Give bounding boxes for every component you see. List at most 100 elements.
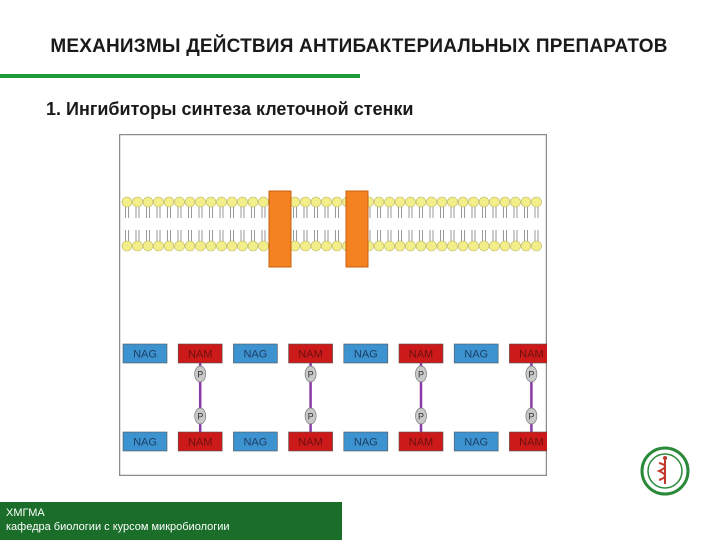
phosphate-node [415, 407, 427, 425]
lipid-head [426, 196, 437, 208]
lipid-head [415, 196, 427, 208]
lipid-head [174, 196, 185, 208]
lipid-head [121, 196, 133, 208]
phosphate-label: P [308, 370, 314, 380]
lipid-head [237, 240, 248, 252]
unit-label: NAG [354, 349, 378, 361]
nam-unit: NAM [509, 431, 547, 452]
phosphate-label: P [197, 412, 203, 422]
lipid-head [226, 240, 238, 252]
lipid-head [468, 196, 479, 208]
lipid-head [132, 240, 143, 252]
lipid-head [405, 196, 416, 208]
phosphate-label: P [418, 370, 424, 380]
unit-label: NAM [519, 349, 543, 361]
footer-org: ХМГМА [6, 507, 45, 519]
nag-unit: NAG [343, 343, 389, 364]
diagram-frame [119, 134, 547, 476]
lipid-head [478, 240, 490, 252]
lipid-head [489, 240, 500, 252]
unit-label: NAG [243, 437, 267, 449]
lipid-head [457, 240, 469, 252]
nag-unit: NAG [122, 343, 168, 364]
lipid-head [195, 240, 206, 252]
lipid-head [121, 240, 133, 252]
slide-title: МЕХАНИЗМЫ ДЕЙСТВИЯ АНТИБАКТЕРИАЛЬНЫХ ПРЕ… [50, 36, 668, 57]
nag-unit: NAG [122, 431, 168, 452]
lipid-head [132, 196, 143, 208]
lipid-head [373, 240, 385, 252]
lipid-head [142, 240, 154, 252]
peptide-bridge: PP [415, 363, 427, 432]
unit-label: NAM [409, 437, 433, 449]
lipid-head [447, 196, 458, 208]
nam-unit: NAM [288, 431, 333, 452]
lipid-head [394, 196, 406, 208]
lipid-head [300, 240, 311, 252]
lipid-head [499, 196, 511, 208]
lipid-head [331, 196, 343, 208]
lipid-head [310, 196, 322, 208]
lipid-head [163, 196, 175, 208]
unit-label: NAG [243, 349, 267, 361]
lipid-head [247, 196, 259, 208]
phosphate-node [194, 407, 207, 425]
nag-unit: NAG [233, 343, 278, 364]
nag-unit: NAG [233, 431, 278, 452]
slide-subtitle: 1. Ингибиторы синтеза клеточной стенки [46, 99, 414, 119]
lipid-head [436, 196, 448, 208]
lipid-head [468, 240, 479, 252]
lipid-head [405, 240, 416, 252]
lipid-head [205, 196, 217, 208]
lipid-head [415, 240, 427, 252]
lipid-head [384, 196, 395, 208]
lipid-head [258, 240, 269, 252]
nam-unit: NAM [398, 431, 444, 452]
lipid-head [216, 196, 227, 208]
lipid-head [457, 196, 469, 208]
unit-label: NAG [354, 437, 378, 449]
phosphate-label: P [528, 412, 534, 422]
lipid-head [163, 240, 175, 252]
lipid-head [310, 240, 322, 252]
nam-unit: NAM [509, 343, 547, 364]
unit-label: NAG [464, 437, 488, 449]
nag-unit: NAG [343, 431, 389, 452]
phosphate-label: P [418, 412, 424, 422]
phosphate-node [525, 407, 538, 425]
phosphate-node [194, 365, 207, 383]
nam-unit: NAM [177, 431, 223, 452]
lipid-head [184, 240, 196, 252]
lipid-head [489, 196, 500, 208]
lipid-head [531, 196, 542, 208]
membrane-protein [345, 190, 369, 268]
lipid-head [174, 240, 185, 252]
lipid-head [531, 240, 542, 252]
unit-label: NAM [298, 437, 322, 449]
phosphate-label: P [308, 412, 314, 422]
lipid-head [331, 240, 343, 252]
lipid-head [478, 196, 490, 208]
lipid-head [373, 196, 385, 208]
unit-label: NAM [188, 437, 212, 449]
unit-label: NAM [409, 349, 433, 361]
lipid-head [447, 240, 458, 252]
phosphate-node [304, 365, 317, 383]
nag-unit: NAG [453, 431, 499, 452]
nag-unit: NAG [453, 343, 499, 364]
lipid-head [520, 196, 532, 208]
unit-label: NAG [464, 349, 488, 361]
lipid-head [321, 196, 332, 208]
phosphate-node [525, 365, 538, 383]
nam-unit: NAM [288, 343, 333, 364]
footer-bar: ХМГМА кафедра биологии с курсом микробио… [0, 502, 342, 540]
lipid-head [237, 196, 248, 208]
lipid-head [436, 240, 448, 252]
title-underline [0, 74, 360, 78]
lipid-head [247, 240, 259, 252]
lipid-head [499, 240, 511, 252]
unit-label: NAM [188, 349, 212, 361]
phosphate-node [415, 365, 427, 383]
